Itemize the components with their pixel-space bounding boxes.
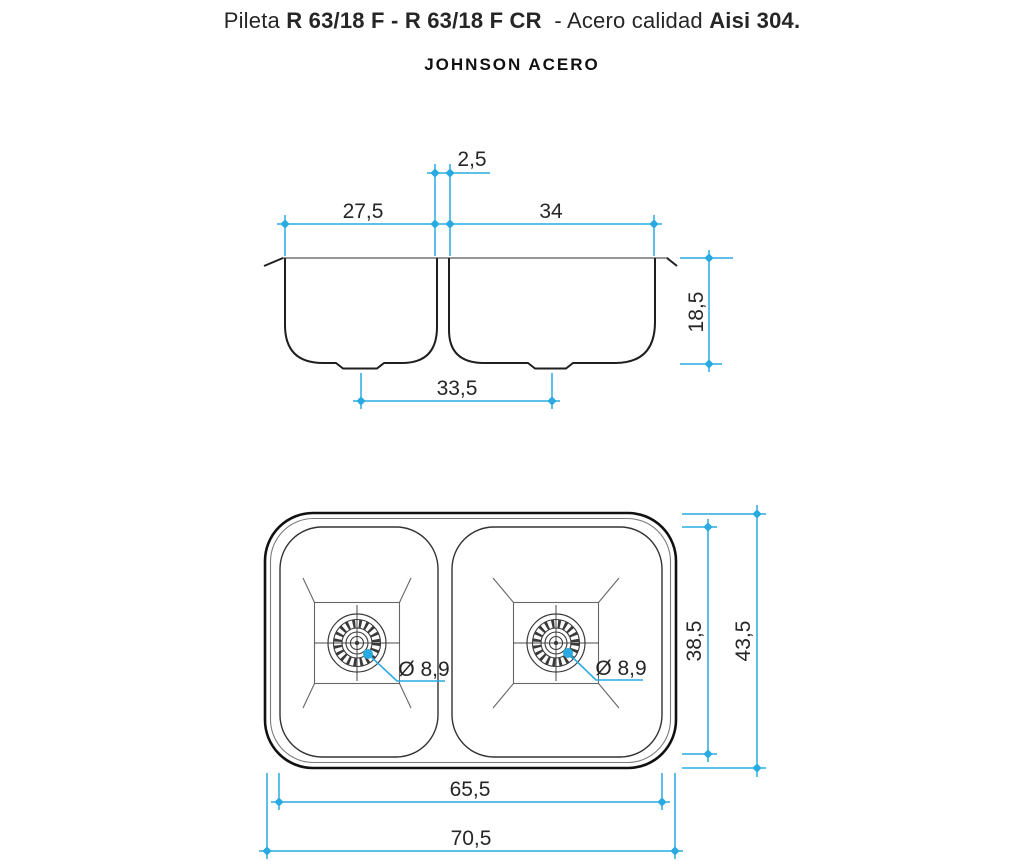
plan-dimension-ticks [262,509,762,856]
title-model-prefix: Pileta [223,8,287,33]
title-steel-grade: Aisi 304. [709,8,801,33]
dim-drain-spacing-label: 33,5 [437,377,478,400]
sink-outer-edge [263,511,678,770]
right-drain-diameter-label: Ø 8,9 [595,657,646,680]
dim-bowls-outer-length-label: 65,5 [450,778,491,801]
elevation-view: 2,5 27,5 34 18,5 33,5 [263,148,733,409]
dim-overall-length-label: 70,5 [451,827,492,850]
page-title: Pileta R 63/18 F - R 63/18 F CR - Acero … [0,8,1024,34]
left-drain-diameter-label: Ø 8,9 [398,658,449,681]
dim-left-bowl-width-label: 27,5 [343,200,384,223]
dim-right-bowl-width-label: 34 [539,200,563,223]
dim-divider-width-label: 2,5 [457,148,486,171]
rim-left-flare [263,257,284,267]
brand-name: JOHNSON ACERO [424,55,600,74]
dim-overall-width-label: 43,5 [732,621,755,662]
dim-bowl-depth-label: 18,5 [685,292,708,333]
right-bowl-outline [451,526,663,758]
drain-leaders [363,648,643,682]
right-bowl-section [448,258,656,370]
rim-right-flare [666,257,678,267]
sink-rim-inner-edge [269,517,672,764]
title-model-codes: R 63/18 F - R 63/18 F CR [286,8,542,33]
dim-bowl-inner-width-label: 38,5 [683,621,706,662]
left-bowl-section [284,258,438,370]
left-bowl-outline [279,526,439,758]
plan-view: Ø 8,9 Ø 8,9 [259,505,766,859]
title-steel-text: - Acero calidad [541,8,710,33]
plan-dimension-lines [259,505,766,859]
